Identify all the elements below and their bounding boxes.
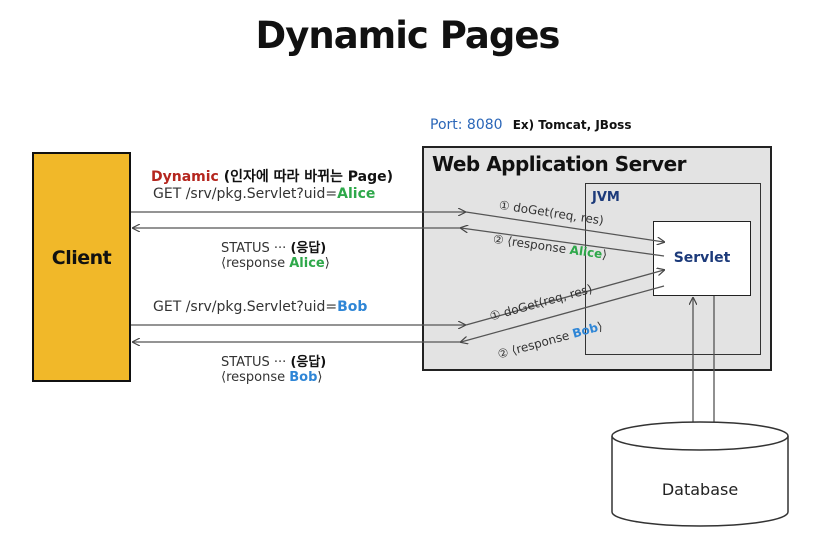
alice-response-suffix: ⟩ xyxy=(324,256,330,271)
alice-request-text: GET /srv/pkg.Servlet?uid=Alice xyxy=(153,186,375,202)
port-label: Port: 8080 xyxy=(430,117,503,133)
bob-response-user: Bob xyxy=(289,370,318,385)
bob-response-text: ⟨response Bob⟩ xyxy=(221,370,322,385)
bob-request-text: GET /srv/pkg.Servlet?uid=Bob xyxy=(153,299,367,315)
jvm-box xyxy=(585,183,761,355)
bob-status-text: STATUS ··· (응답) xyxy=(221,351,326,370)
alice-response-text: ⟨response Alice⟩ xyxy=(221,256,330,271)
alice-doget-arrow xyxy=(465,211,664,242)
alice-reply-arrow xyxy=(461,228,665,257)
alice-status: STATUS ··· xyxy=(221,241,291,256)
alice-request-path: GET /srv/pkg.Servlet?uid= xyxy=(153,186,338,202)
alice-response-prefix: ⟨response xyxy=(221,256,290,271)
dynamic-description: (인자에 따라 바뀌는 Page) xyxy=(223,169,394,185)
bob-reply-arrow xyxy=(461,285,665,342)
bob-request-path: GET /srv/pkg.Servlet?uid= xyxy=(153,299,338,315)
bob-status: STATUS ··· xyxy=(221,355,291,370)
bob-doget-arrow xyxy=(465,270,664,326)
port-info: Port: 8080 Ex) Tomcat, JBoss xyxy=(430,117,631,133)
client-label: Client xyxy=(51,247,112,269)
bob-response-prefix: ⟨response xyxy=(221,370,290,385)
web-application-server-label: Web Application Server xyxy=(432,152,687,176)
database-cylinder xyxy=(611,421,789,527)
servlet-label: Servlet xyxy=(673,250,731,266)
server-examples: Ex) Tomcat, JBoss xyxy=(512,118,632,132)
client-box xyxy=(32,152,131,382)
bob-status-bold: (응답) xyxy=(290,355,327,370)
page-title: Dynamic Pages xyxy=(255,14,561,57)
dynamic-word: Dynamic xyxy=(151,169,219,185)
alice-status-text: STATUS ··· (응답) xyxy=(221,237,326,256)
bob-user: Bob xyxy=(337,299,368,315)
alice-status-bold: (응답) xyxy=(290,241,327,256)
alice-user: Alice xyxy=(337,186,376,202)
bob-response-suffix: ⟩ xyxy=(317,370,323,385)
dynamic-heading: Dynamic (인자에 따라 바뀌는 Page) xyxy=(151,166,393,186)
jvm-label: JVM xyxy=(592,190,620,205)
database-label: Database xyxy=(661,480,739,499)
servlet-box xyxy=(653,221,751,296)
alice-response-user: Alice xyxy=(289,256,325,271)
